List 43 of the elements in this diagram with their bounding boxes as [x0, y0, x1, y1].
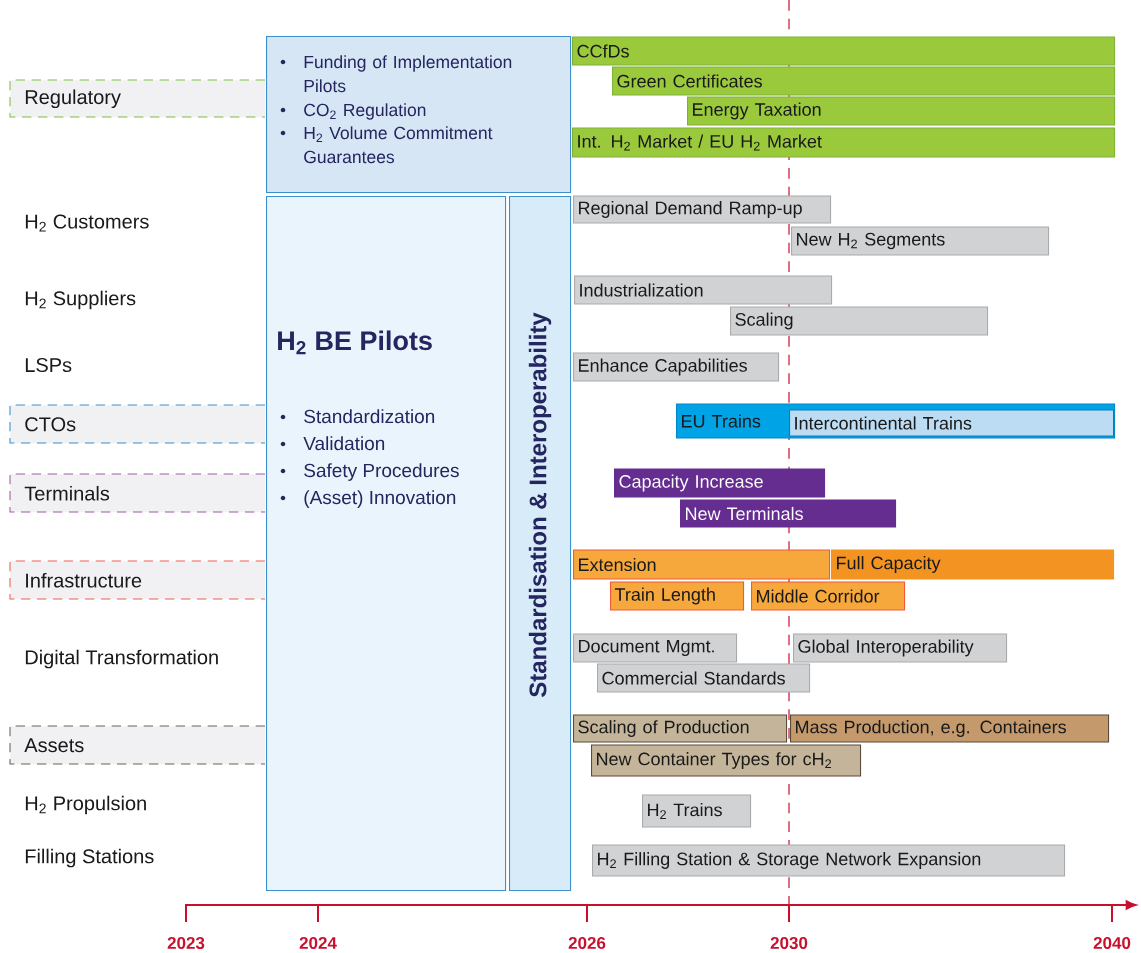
category-box: Infrastructure — [9, 560, 266, 600]
year-label: 2024 — [299, 937, 337, 950]
timeline-bar: New H$_{2}$ Segments — [791, 226, 1050, 256]
vertical-band: Standardisation & Interoperability — [509, 196, 572, 892]
timeline-bar: Train Length — [610, 581, 745, 611]
timeline-bar: Green Certificates — [612, 66, 1116, 96]
timeline-bar: Intercontinental Trains — [789, 409, 1115, 437]
timeline-bar: Document Mgmt. — [573, 633, 738, 663]
year-label: 2026 — [568, 937, 606, 950]
category-box: Assets — [9, 725, 266, 765]
timeline-bar: New Terminals — [680, 499, 897, 528]
timeline-bar: Int. H$_{2}$ Market / EU H$_{2}$ Market — [572, 127, 1116, 158]
year-label: 2040 — [1093, 937, 1131, 950]
category-label: H$_{2}$ Customers — [25, 214, 149, 232]
category-label: H$_{2}$ Suppliers — [25, 290, 136, 310]
timeline-bar: Global Interoperability — [793, 633, 1008, 663]
policy-box: Funding of Implementation Pilots CO$_{2}$ Regulation H$_{2}$ Volume Commitment Guarantees — [266, 36, 572, 194]
timeline-bar: Middle Corridor — [751, 581, 906, 611]
timeline-bar: H$_{2}$ Filling Station & Storage Network Expansion — [592, 844, 1066, 877]
timeline-bar: Scaling of Production — [573, 714, 788, 743]
timeline-bar: Full Capacity — [831, 549, 1115, 580]
timeline-bar: Regional Demand Ramp-up — [573, 195, 832, 224]
year-label: 2030 — [770, 936, 808, 950]
timeline-bar: Capacity Increase — [614, 468, 826, 498]
timeline-bar: Enhance Capabilities — [573, 352, 780, 382]
category-box: CTOs — [9, 404, 266, 444]
timeline-bar: Scaling — [730, 306, 989, 336]
timeline-bar: Mass Production, e.g. Containers — [790, 714, 1110, 743]
timeline-bar: Commercial Standards — [597, 663, 811, 693]
timeline-bar: New Container Types for cH$_{2}$ — [591, 744, 862, 777]
category-label: H$_{2}$ Propulsion — [25, 795, 146, 815]
timeline-bar: Industrialization — [574, 275, 833, 305]
category-box: Regulatory — [9, 79, 266, 118]
timeline-bar: CCfDs — [572, 36, 1116, 66]
timeline-bar: H$_{2}$ Trains — [642, 794, 752, 828]
timeline-bar: Energy Taxation — [687, 96, 1116, 126]
year-label: 2023 — [167, 936, 205, 950]
pilots-box: H$_{2}$ BE Pilots Standardization Validation Safety Procedures (Asset) Innovation — [266, 196, 507, 892]
category-box: Terminals — [9, 473, 266, 513]
category-label: Digital Transformation — [25, 649, 218, 669]
category-label: Filling Stations — [25, 848, 154, 868]
category-label: LSPs — [25, 357, 72, 373]
timeline-bar: Extension — [573, 549, 831, 580]
